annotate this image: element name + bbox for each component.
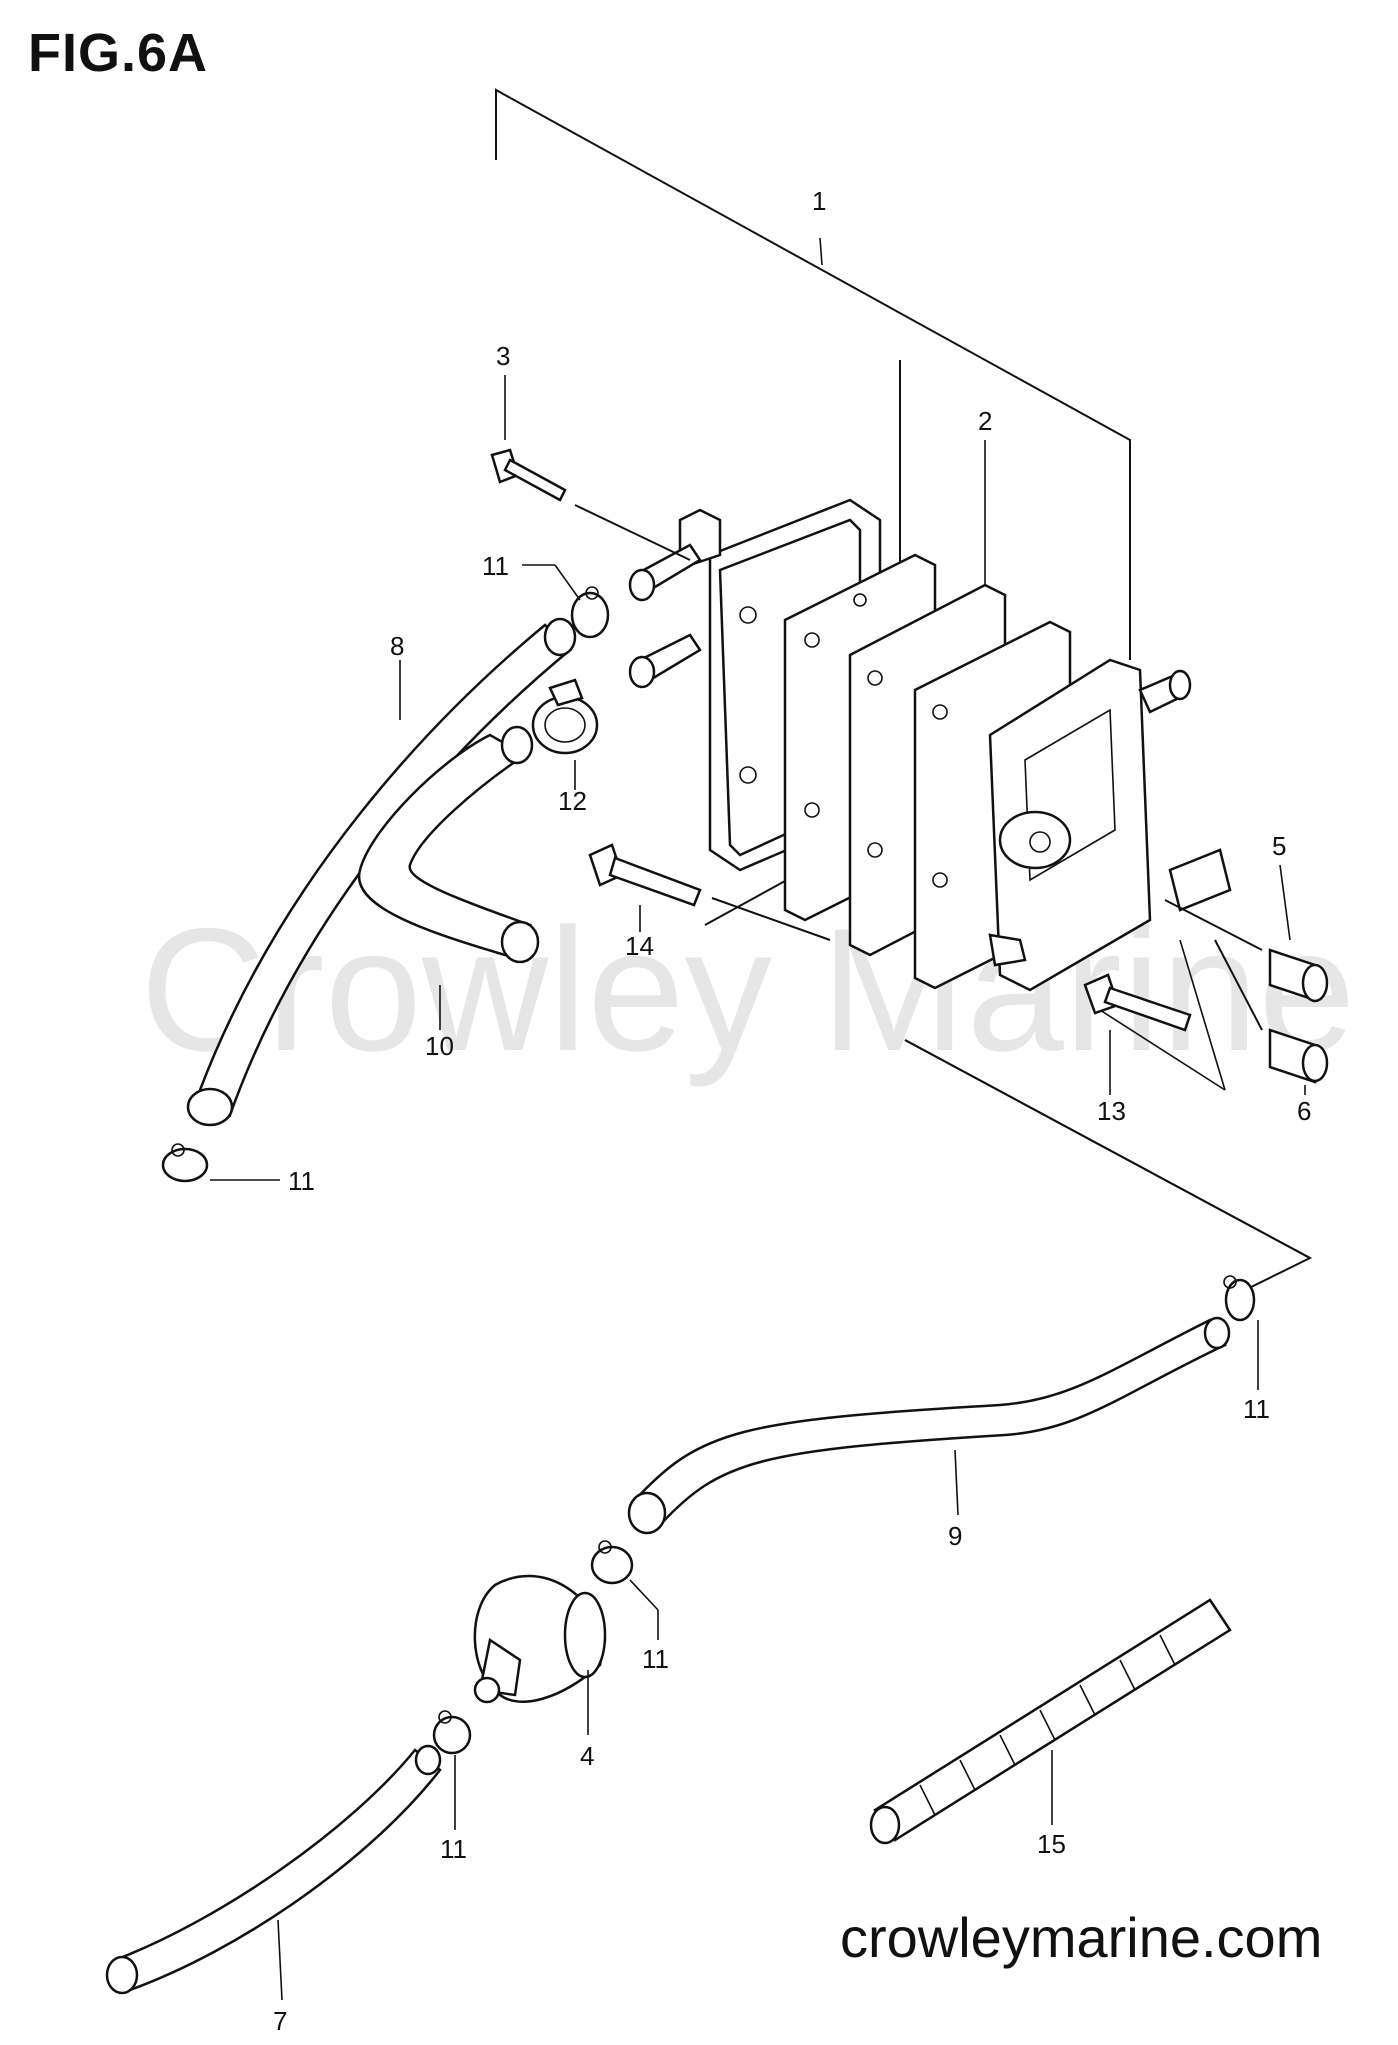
protector-sleeve-15 [869, 1598, 1232, 1845]
callout-4: 4 [580, 1741, 594, 1771]
figure-title: FIG.6A [28, 23, 209, 83]
bolt-3 [490, 448, 691, 561]
pump-front-body [988, 658, 1232, 992]
callout-10: 10 [425, 1031, 454, 1061]
hose-clip-filter-top [590, 1540, 634, 1585]
hose-clip-top [570, 586, 610, 639]
callout-11-right: 11 [1243, 1394, 1270, 1424]
fuel-hose-9 [627, 1316, 1231, 1535]
bolt-14 [588, 843, 831, 941]
watermark-text: Crowley Marine [140, 893, 1356, 1088]
callout-11-top: 11 [482, 551, 509, 581]
collar-6 [1214, 939, 1329, 1084]
hose-clip-left [161, 1143, 209, 1183]
callout-1: 1 [812, 186, 826, 216]
callout-7: 7 [273, 2006, 287, 2036]
callout-11-left: 11 [288, 1166, 315, 1196]
hose-clip-right [1223, 1275, 1256, 1322]
callout-15: 15 [1037, 1829, 1066, 1859]
callout-5: 5 [1272, 831, 1286, 861]
callout-3: 3 [496, 341, 510, 371]
callout-labels: 1 2 3 11 8 12 14 5 10 6 13 11 11 9 11 4 … [273, 186, 1311, 2036]
fuel-hose-8 [186, 617, 577, 1127]
callout-11-bottom: 11 [440, 1834, 467, 1864]
fuel-filter-4 [473, 1574, 607, 1704]
callout-14: 14 [625, 931, 654, 961]
callout-11-filter: 11 [642, 1644, 669, 1674]
callout-13: 13 [1097, 1096, 1126, 1126]
callout-12: 12 [558, 786, 587, 816]
callout-8: 8 [390, 631, 404, 661]
hose-clip-filter-bottom [432, 1710, 472, 1755]
fuel-hose-7 [105, 1744, 442, 1995]
site-url: crowleymarine.com [840, 1906, 1323, 1969]
bolt-13 [1083, 973, 1192, 1032]
leader-lines [210, 237, 1306, 2001]
collar-5 [1164, 899, 1329, 1003]
callout-9: 9 [948, 1521, 962, 1551]
clamp-12 [531, 678, 599, 755]
callout-6: 6 [1297, 1096, 1311, 1126]
fuel-hose-10 [357, 725, 540, 964]
callout-2: 2 [978, 406, 992, 436]
